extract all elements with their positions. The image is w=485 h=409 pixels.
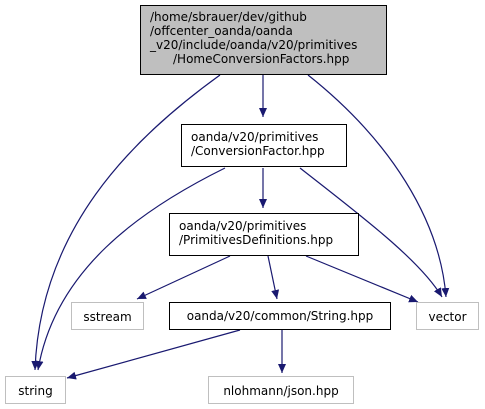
node-label-line: sstream: [83, 310, 132, 324]
node-label-line: oanda/v20/primitives: [191, 130, 319, 144]
node-label-line: /offcenter_oanda/oanda: [150, 24, 293, 38]
node-label-line: oanda/v20/primitives: [179, 219, 307, 233]
edge-primitives-definitions-to-vector: [305, 255, 419, 303]
node-label-line: _v20/include/oanda/v20/primitives: [150, 38, 358, 52]
edge-primitives-definitions-to-sstream: [136, 255, 231, 300]
edge-conversion-factor-to-string: [35, 167, 226, 371]
edge-string-hpp-to-string: [66, 329, 241, 380]
edge-root-to-vector: [307, 74, 450, 298]
node-string-hpp[interactable]: oanda/v20/common/String.hpp: [169, 302, 391, 330]
node-label-line: /home/sbrauer/dev/github: [150, 10, 307, 24]
node-sstream[interactable]: sstream: [71, 302, 144, 330]
edge-primitives-definitions-to-string-hpp: [267, 255, 280, 300]
node-label-line: /PrimitivesDefinitions.hpp: [179, 233, 334, 247]
node-nlohmann-json-hpp[interactable]: nlohmann/json.hpp: [208, 376, 354, 404]
node-primitives-definitions-hpp[interactable]: oanda/v20/primitives /PrimitivesDefiniti…: [169, 213, 359, 256]
node-vector[interactable]: vector: [416, 302, 479, 330]
node-home-conversion-factors-hpp[interactable]: /home/sbrauer/dev/github /offcenter_oand…: [140, 5, 387, 75]
node-conversion-factor-hpp[interactable]: oanda/v20/primitives /ConversionFactor.h…: [181, 124, 347, 167]
node-label-line: string: [18, 384, 53, 398]
node-string[interactable]: string: [5, 376, 66, 404]
node-label-line: nlohmann/json.hpp: [223, 384, 339, 398]
node-label-line: oanda/v20/common/String.hpp: [186, 309, 374, 323]
edge-conversion-factor-to-vector: [299, 167, 443, 298]
edge-root-to-string: [31, 74, 221, 371]
node-label-line: /HomeConversionFactors.hpp: [173, 52, 350, 66]
node-label-line: vector: [428, 310, 467, 324]
node-label-line: /ConversionFactor.hpp: [191, 144, 325, 158]
